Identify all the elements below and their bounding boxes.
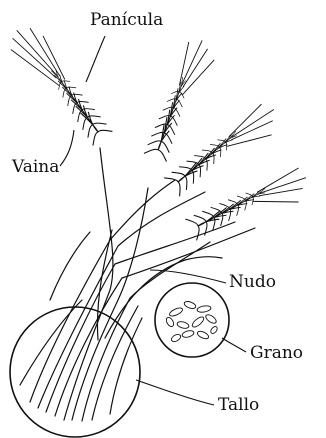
leaf (20, 300, 82, 385)
leader-panicula (86, 36, 105, 82)
label-nudo: Nudo (229, 274, 276, 291)
leader-vaina (60, 130, 74, 166)
stem (64, 148, 113, 420)
label-grano: Grano (250, 345, 303, 362)
stem (92, 306, 138, 420)
leader-grano (222, 338, 246, 352)
label-tallo: Tallo (218, 397, 259, 414)
ear (185, 160, 314, 253)
ear (144, 35, 219, 165)
stem (30, 180, 175, 402)
label-panicula: Panícula (90, 12, 163, 29)
grain-magnifier (155, 283, 229, 357)
ears (4, 20, 315, 253)
ear (164, 96, 285, 206)
leaf (97, 230, 112, 340)
label-vaina: Vaina (12, 159, 59, 176)
leaf (50, 232, 90, 300)
ear (4, 20, 113, 152)
leader-tallo (136, 380, 214, 405)
